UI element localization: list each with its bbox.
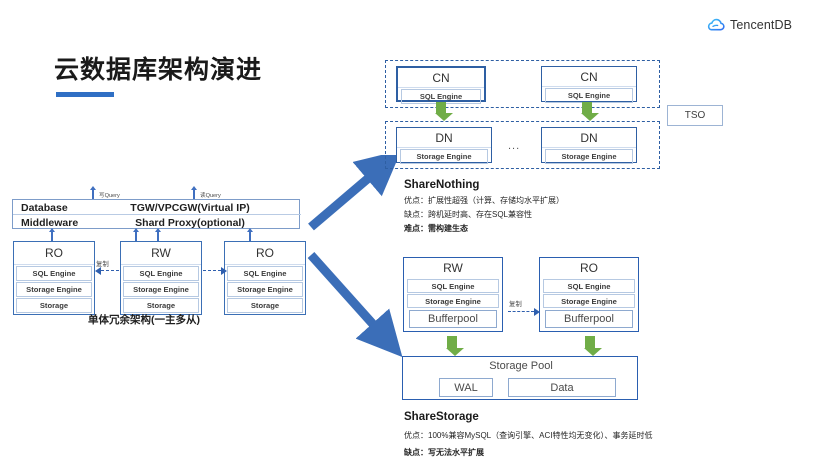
cn-node-1: CN SQL Engine xyxy=(396,66,486,104)
dn-layer-container xyxy=(385,121,660,169)
middleware-row-value: TGW/VPCGW(Virtual IP) xyxy=(130,201,250,214)
sharenothing-heading: ShareNothing xyxy=(404,179,480,191)
sharenothing-line-3: 难点：需构建生态 xyxy=(404,224,468,233)
left-node-ro-2: RO SQL Engine Storage Engine Storage xyxy=(224,241,306,315)
cn-node-row: SQL Engine xyxy=(545,88,633,103)
ss-node-bufferpool: Bufferpool xyxy=(409,310,497,328)
replication-arrow-left xyxy=(95,267,119,275)
read-query-label: 读Query xyxy=(200,193,221,199)
ss-node-title: RO xyxy=(580,261,598,275)
cn-node-title: CN xyxy=(398,68,484,88)
storage-pool-box: Storage Pool WAL Data xyxy=(402,356,638,400)
arrow-to-sharestorage-icon xyxy=(305,247,405,362)
tso-box: TSO xyxy=(667,105,723,126)
flow-arrow-cn-dn-2-icon xyxy=(581,102,599,121)
flow-arrow-rw-pool-icon xyxy=(446,336,464,356)
sharestorage-heading: ShareStorage xyxy=(404,411,479,423)
tencentdb-logo: TencentDB xyxy=(706,15,792,35)
middleware-row-value: Shard Proxy(optional) xyxy=(135,216,245,229)
cloud-icon xyxy=(706,15,726,35)
node-row-storage-engine: Storage Engine xyxy=(16,282,92,297)
sharenothing-line-1: 优点：扩展性超强（计算、存储均水平扩展） xyxy=(404,196,564,205)
node-row-storage-engine: Storage Engine xyxy=(123,282,199,297)
cn-layer-container xyxy=(385,60,660,108)
middleware-row-database: Database TGW/VPCGW(Virtual IP) xyxy=(13,200,301,215)
node-title: RO xyxy=(14,242,94,265)
node-row-sql-engine: SQL Engine xyxy=(123,266,199,281)
storage-pool-cell-data: Data xyxy=(508,378,616,397)
sharestorage-line-2: 缺点：写无法水平扩展 xyxy=(404,448,484,457)
middleware-row-key: Database xyxy=(21,201,68,214)
page-title: 云数据库架构演进 xyxy=(54,56,263,84)
arrow-to-sharenothing-icon xyxy=(305,149,402,240)
ss-node-row-sql-engine: SQL Engine xyxy=(407,279,499,293)
storage-pool-title: Storage Pool xyxy=(489,360,553,372)
middleware-block: Database TGW/VPCGW(Virtual IP) Middlewar… xyxy=(12,199,301,230)
node-row-storage-engine: Storage Engine xyxy=(227,282,303,297)
ss-node-bufferpool: Bufferpool xyxy=(545,310,633,328)
left-diagram-caption: 单体冗余架构(一主多从) xyxy=(88,314,200,326)
node-row-sql-engine: SQL Engine xyxy=(16,266,92,281)
dn-node-title: DN xyxy=(542,128,636,148)
node-row-storage: Storage xyxy=(227,298,303,313)
connector-ro-left xyxy=(48,228,55,245)
arrow-head-icon xyxy=(221,267,227,275)
node-title: RO xyxy=(225,242,305,265)
ss-node-ro: RO SQL Engine Storage Engine Bufferpool xyxy=(539,257,639,332)
node-row-sql-engine: SQL Engine xyxy=(227,266,303,281)
ss-node-row-storage-engine: Storage Engine xyxy=(543,294,635,308)
title-accent-bar xyxy=(56,92,114,97)
replication-label-left: 复制 xyxy=(96,261,109,268)
flow-arrow-cn-dn-1-icon xyxy=(435,102,453,121)
ss-replication-arrow xyxy=(508,308,540,316)
middleware-row-middleware: Middleware Shard Proxy(optional) xyxy=(13,215,301,230)
write-query-label: 写Query xyxy=(99,193,120,199)
left-node-ro-1: RO SQL Engine Storage Engine Storage xyxy=(13,241,95,315)
connector-ro-right xyxy=(246,228,253,245)
logo-text: TencentDB xyxy=(730,18,793,32)
dn-node-row: Storage Engine xyxy=(400,149,488,164)
middleware-row-key: Middleware xyxy=(21,216,79,229)
arrow-head-icon xyxy=(534,308,540,316)
arrow-head-icon xyxy=(95,267,101,275)
ss-node-row-sql-engine: SQL Engine xyxy=(543,279,635,293)
left-node-rw: RW SQL Engine Storage Engine Storage xyxy=(120,241,202,315)
sharestorage-line-1: 优点：100%兼容MySQL（查询引擎、ACI特性均无变化）、事务延时低 xyxy=(404,431,653,440)
cn-node-title: CN xyxy=(542,67,636,87)
connector-rw-a xyxy=(132,228,139,245)
dn-node-2: DN Storage Engine xyxy=(541,127,637,164)
dn-ellipsis: ... xyxy=(508,140,521,152)
node-title: RW xyxy=(121,242,201,265)
ss-replication-label: 复制 xyxy=(509,301,522,308)
connector-rw-b xyxy=(154,228,161,245)
storage-pool-cell-wal: WAL xyxy=(439,378,493,397)
dn-node-1: DN Storage Engine xyxy=(396,127,492,164)
cn-node-2: CN SQL Engine xyxy=(541,66,637,103)
dn-node-row: Storage Engine xyxy=(545,149,633,164)
dn-node-title: DN xyxy=(397,128,491,148)
flow-arrow-ro-pool-icon xyxy=(584,336,602,356)
replication-arrow-right xyxy=(203,267,227,275)
node-row-storage: Storage xyxy=(16,298,92,313)
node-row-storage: Storage xyxy=(123,298,199,313)
ss-node-row-storage-engine: Storage Engine xyxy=(407,294,499,308)
ss-node-rw: RW SQL Engine Storage Engine Bufferpool xyxy=(403,257,503,332)
ss-node-title: RW xyxy=(443,261,463,275)
sharenothing-line-2: 缺点：跨机延时高、存在SQL兼容性 xyxy=(404,210,533,219)
